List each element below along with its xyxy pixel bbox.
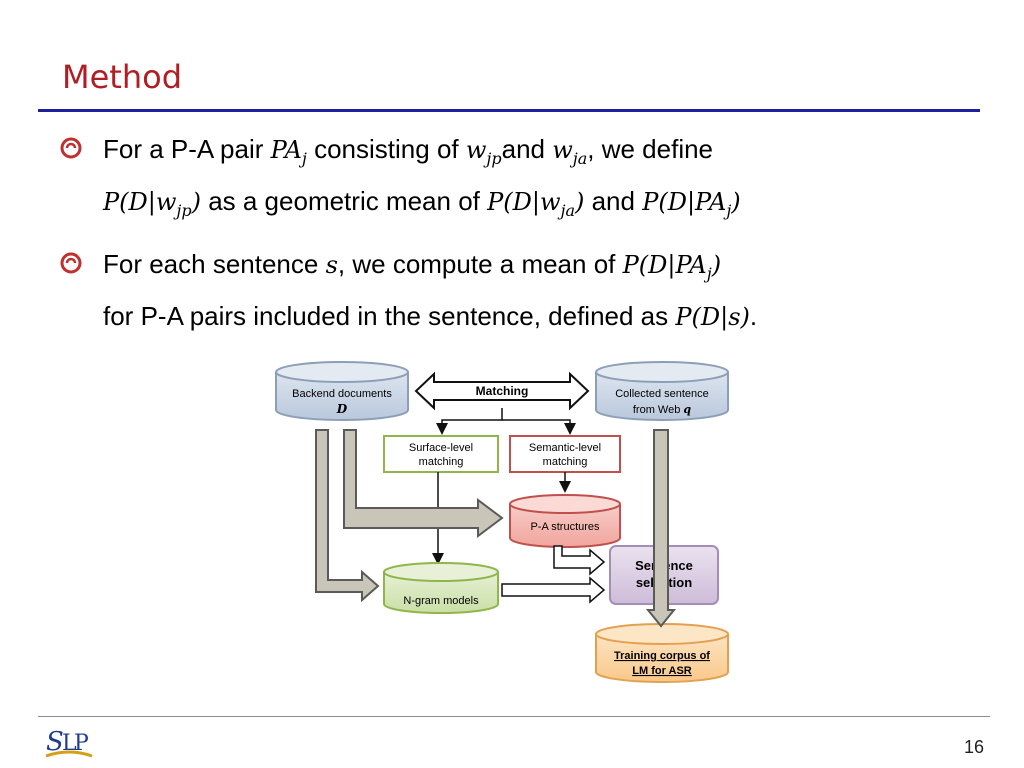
svg-text:LM for ASR: LM for ASR	[632, 665, 692, 677]
collected-sentence-cylinder: Collected sentence from Web q	[595, 361, 729, 421]
footer-divider	[38, 716, 990, 717]
bullet-1: For a P-A pair PAj consisting of wjpand …	[60, 128, 960, 232]
surface-level-box: Surface-level matching	[383, 435, 499, 473]
backend-documents-cylinder: Backend documents D	[275, 361, 409, 421]
spiral-bullet-icon	[60, 252, 82, 274]
matching-label: Matching	[476, 384, 529, 398]
svg-text:Training corpus of: Training corpus of	[614, 650, 710, 662]
svg-text:Semantic-level: Semantic-level	[529, 442, 601, 454]
svg-text:P: P	[74, 731, 89, 756]
bullet-1-text: For a P-A pair PAj consisting of wjpand …	[103, 134, 741, 220]
backend-documents-label: Backend documents	[292, 388, 392, 400]
svg-text:P-A structures: P-A structures	[530, 521, 600, 533]
svg-text:L: L	[62, 731, 77, 756]
thick-arrows	[315, 429, 677, 628]
bullet-2-text: For each sentence s, we compute a mean o…	[103, 249, 758, 331]
pa-to-selection-arrow	[553, 545, 606, 576]
bullet-2: For each sentence s, we compute a mean o…	[60, 243, 960, 339]
collected-sentence-label: Collected sentence	[615, 388, 709, 400]
slide-title: Method	[62, 58, 183, 96]
svg-text:Surface-level: Surface-level	[409, 442, 473, 454]
collected-sentence-label-2: from Web q	[633, 403, 692, 416]
ngram-models-cylinder: N-gram models	[383, 562, 499, 614]
semantic-level-box: Semantic-level matching	[509, 435, 621, 473]
title-divider	[38, 109, 980, 112]
matching-arrow: Matching	[414, 371, 590, 411]
ngram-to-selection-arrow	[501, 576, 606, 604]
backend-documents-symbol: D	[336, 402, 348, 416]
pa-structures-cylinder: P-A structures	[509, 494, 621, 548]
svg-text:matching: matching	[543, 456, 588, 468]
svg-text:N-gram models: N-gram models	[403, 595, 479, 607]
slp-logo: S L P	[45, 727, 93, 758]
spiral-bullet-icon	[60, 137, 82, 159]
svg-text:S: S	[46, 727, 64, 757]
page-number: 16	[963, 737, 984, 757]
training-corpus-cylinder: Training corpus of LM for ASR	[595, 623, 729, 683]
svg-text:matching: matching	[419, 456, 464, 468]
method-diagram: Backend documents D Collected sentence f…	[275, 361, 729, 683]
